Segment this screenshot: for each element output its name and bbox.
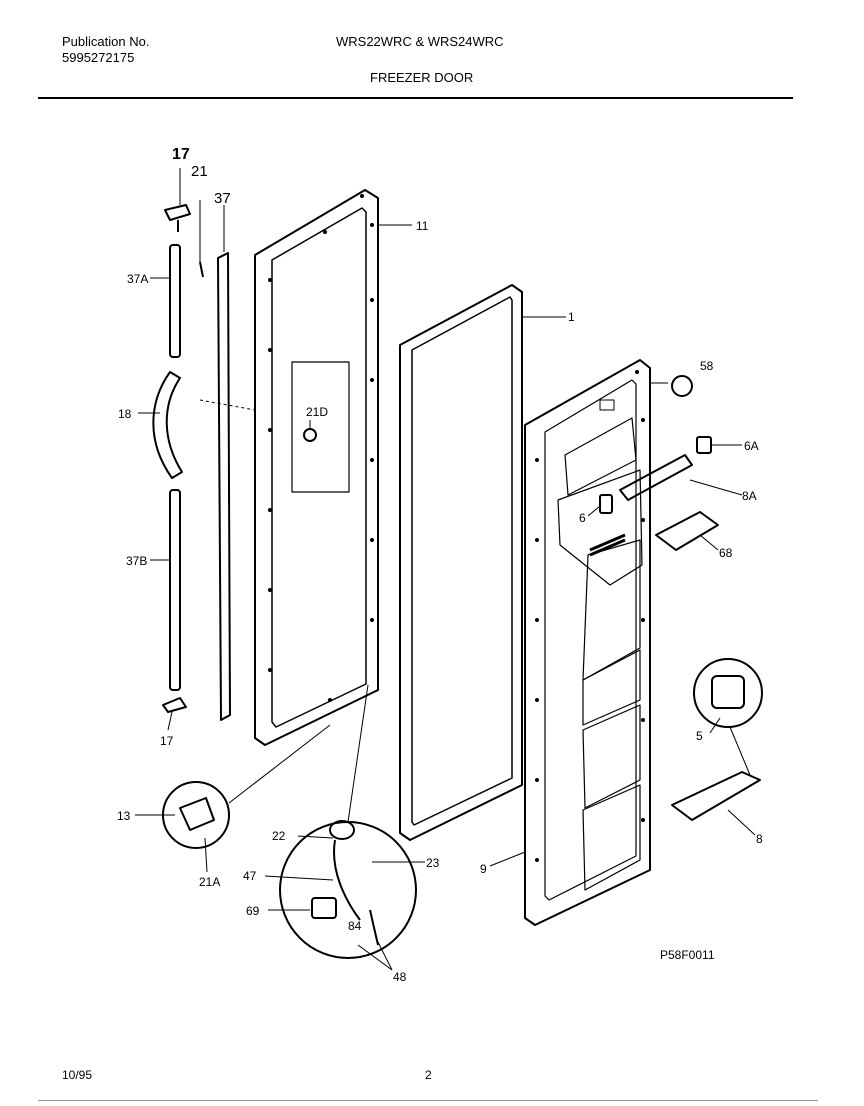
label-6: 6 [579, 511, 586, 525]
trim-37b [169, 489, 181, 691]
header-rule [38, 97, 793, 99]
bracket-6a [696, 436, 712, 454]
label-17-bottom: 17 [160, 734, 174, 748]
door-panel-outer [254, 189, 379, 746]
label-18: 18 [118, 407, 132, 421]
bottom-rule [38, 1100, 818, 1101]
section-title: FREEZER DOOR [370, 70, 474, 85]
label-8: 8 [756, 832, 763, 846]
model-numbers: WRS22WRC & WRS24WRC [336, 34, 504, 49]
trim-strip-37 [217, 252, 231, 721]
footer-page-number: 2 [425, 1068, 432, 1082]
label-58: 58 [700, 359, 714, 373]
label-21d: 21D [306, 405, 328, 419]
circle-inset-5 [693, 658, 763, 728]
label-84: 84 [348, 919, 362, 933]
label-11: 11 [416, 219, 429, 233]
label-5: 5 [696, 729, 703, 743]
trim-37a [169, 244, 181, 358]
label-8a: 8A [742, 489, 757, 503]
clip-6 [599, 494, 613, 514]
label-22: 22 [272, 829, 286, 843]
screw-58 [671, 375, 693, 397]
screw-21 [199, 261, 204, 278]
end-cap-17-top [164, 204, 191, 232]
label-37b: 37B [126, 554, 147, 568]
label-1: 1 [568, 310, 575, 324]
label-37: 37 [214, 190, 231, 207]
screw-21d [303, 428, 317, 442]
callout-labels: 17 21 37 37A 18 37B 17 21D 11 1 58 6A 8A… [117, 146, 763, 984]
handle-18 [152, 371, 183, 479]
label-48: 48 [393, 970, 407, 984]
diagram-code: P58F0011 [660, 948, 715, 962]
label-6a: 6A [744, 439, 759, 453]
label-23: 23 [426, 856, 440, 870]
switch-inset [279, 820, 417, 959]
label-13: 13 [117, 809, 131, 823]
publication-number: 5995272175 [62, 50, 135, 65]
end-cap-17-bottom [162, 697, 187, 713]
rod-8a [619, 454, 693, 501]
door-gasket [399, 284, 523, 841]
label-69: 69 [246, 904, 260, 918]
door-inner-liner [524, 359, 651, 926]
arm-8 [671, 771, 761, 821]
label-68: 68 [719, 546, 733, 560]
label-21a: 21A [199, 875, 220, 889]
label-37a: 37A [127, 272, 148, 286]
label-21: 21 [191, 163, 208, 180]
label-47: 47 [243, 869, 257, 883]
label-9: 9 [480, 862, 487, 876]
publication-label: Publication No. [62, 34, 150, 49]
footer-date: 10/95 [62, 1068, 93, 1082]
pad-68 [655, 511, 719, 551]
label-17-top: 17 [172, 146, 190, 163]
